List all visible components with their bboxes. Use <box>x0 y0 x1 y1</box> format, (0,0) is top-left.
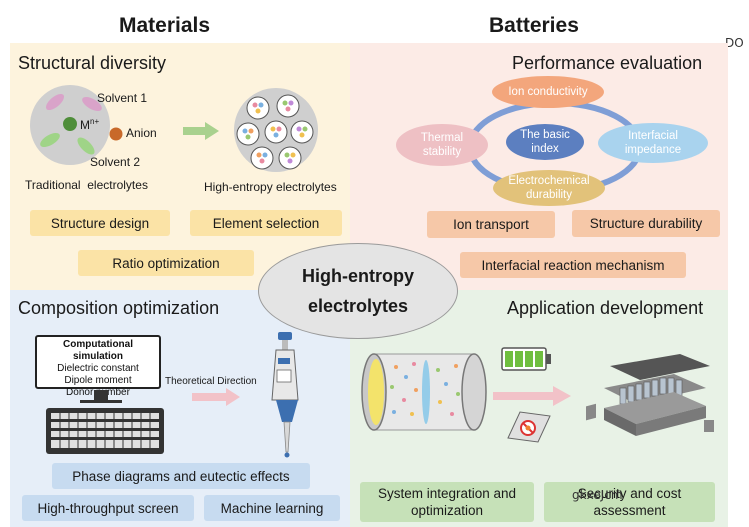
battery-charge-icon <box>501 347 551 371</box>
cation-icon <box>63 117 77 131</box>
system-integration-pill: System integration and optimization <box>360 482 534 522</box>
computer-line: Dipole moment <box>64 375 132 386</box>
ion-transport-pill: Ion transport <box>427 211 555 238</box>
interfacial-impedance-oval: Interfacial impedance <box>598 123 708 163</box>
high-entropy-electrolytes-label: High-entropy electrolytes <box>204 180 337 194</box>
theoretical-direction-label: Theoretical Direction <box>165 376 257 387</box>
structural-diversity-panel <box>10 43 363 290</box>
application-development-title: Application development <box>507 298 704 318</box>
center-title-line1: High-entropy <box>302 266 414 286</box>
solvent2-label: Solvent 2 <box>90 155 141 169</box>
pipette-icon <box>271 332 299 458</box>
ion-conductivity-oval: Ion conductivity <box>492 76 604 108</box>
battery-cell-illustration <box>361 353 487 431</box>
computer-line: Dielectric constant <box>57 363 139 374</box>
computer-line: Computational simulation <box>63 339 133 362</box>
structure-durability-pill: Structure durability <box>572 210 720 237</box>
batteries-header: Batteries <box>489 14 579 37</box>
traditional-electrolyte-illustration <box>30 85 123 165</box>
computer-icon <box>46 390 164 454</box>
element-selection-pill: Element selection <box>190 210 342 236</box>
watermark-text: gkxeJcm <box>572 488 623 502</box>
basic-index-oval: The basic index <box>506 124 584 160</box>
solvent2-molecule-icon <box>40 133 60 147</box>
center-title-ellipse: High-entropy electrolytes <box>258 243 458 339</box>
cation-label: Mn+ <box>80 117 100 132</box>
machine-learning-pill: Machine learning <box>204 495 340 521</box>
composition-optimization-title: Composition optimization <box>18 298 220 318</box>
battery-pack-illustration <box>586 354 714 436</box>
computational-simulation-screen: Computational simulation Dielectric cons… <box>35 335 161 398</box>
high-entropy-electrolyte-illustration <box>234 88 318 172</box>
performance-evaluation-title: Performance evaluation <box>512 53 703 73</box>
corner-tag: DO <box>725 36 744 50</box>
traditional-electrolytes-label: Traditional electrolytes <box>25 178 148 192</box>
interfacial-reaction-pill: Interfacial reaction mechanism <box>460 252 686 278</box>
materials-header: Materials <box>119 14 211 37</box>
pink-arrow-icon <box>493 386 571 406</box>
green-arrow-icon <box>183 122 219 140</box>
anion-label: Anion <box>126 126 157 140</box>
pink-arrow-icon <box>192 388 240 406</box>
solvent1-label: Solvent 1 <box>97 91 148 105</box>
security-cost-pill: Security and cost assessment <box>544 482 715 522</box>
structure-design-pill: Structure design <box>30 210 170 236</box>
anion-icon <box>109 127 123 141</box>
structural-diversity-title: Structural diversity <box>18 53 167 73</box>
thermal-stability-oval: Thermal stability <box>396 124 488 166</box>
safety-warning-icon <box>507 411 551 443</box>
solvent1-molecule-icon <box>45 93 65 111</box>
ratio-optimization-pill: Ratio optimization <box>78 250 254 276</box>
high-throughput-pill: High-throughput screen <box>22 495 194 521</box>
electrochemical-durability-oval: Electrochemical durability <box>493 170 605 206</box>
center-title-line2: electrolytes <box>307 296 409 316</box>
phase-diagrams-pill: Phase diagrams and eutectic effects <box>52 463 310 489</box>
